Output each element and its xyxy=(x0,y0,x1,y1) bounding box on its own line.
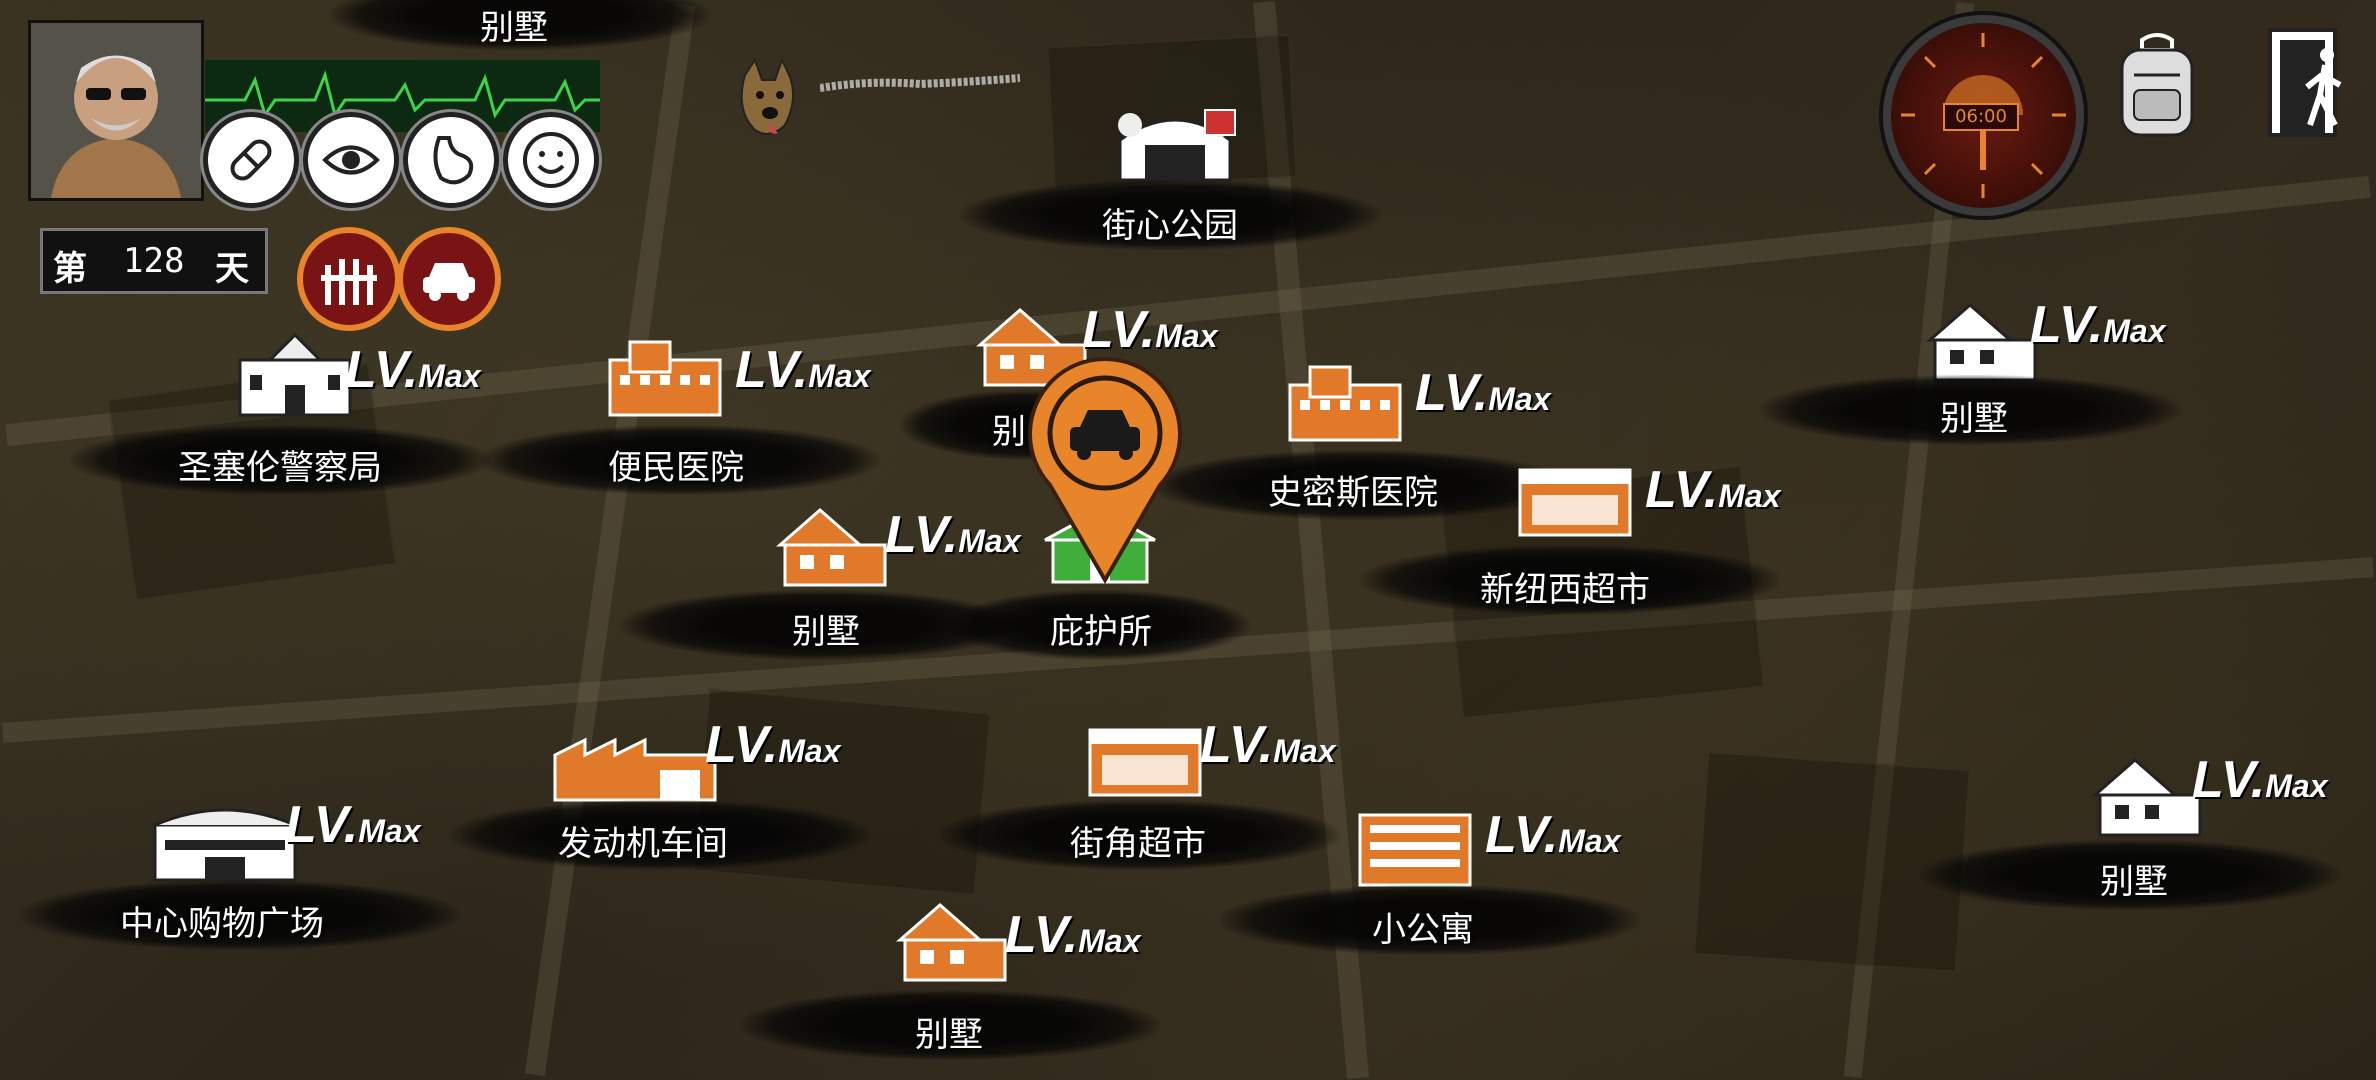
medicine-status-button[interactable] xyxy=(203,112,299,208)
dog-companion-icon[interactable] xyxy=(720,55,810,145)
location-villa-northeast[interactable]: LV.Max 别墅 xyxy=(1760,295,2180,465)
stomach-icon xyxy=(433,136,474,185)
level-badge: LV.Max xyxy=(2192,751,2328,809)
day-prefix: 第 xyxy=(53,249,87,289)
location-central-mall[interactable]: LV.Max 中心购物广场 xyxy=(20,780,460,960)
location-name: 发动机车间 xyxy=(558,824,728,864)
location-name: 庇护所 xyxy=(1050,612,1152,652)
location-villa-top[interactable]: 别墅 xyxy=(330,0,710,50)
shopping-mall-icon xyxy=(153,808,297,882)
level-badge: LV.Max xyxy=(1415,364,1551,422)
villa-icon xyxy=(896,903,1007,982)
villa-icon xyxy=(976,308,1087,387)
park-gate-icon xyxy=(1118,109,1236,182)
hunger-status-button[interactable] xyxy=(403,112,499,208)
level-badge: LV.Max xyxy=(1645,461,1781,519)
backpack-button[interactable] xyxy=(2112,30,2202,140)
police-station-icon xyxy=(238,332,352,417)
location-villa-south[interactable]: LV.Max 别墅 xyxy=(740,895,1160,1065)
mood-smile-icon xyxy=(523,132,579,188)
apartment-icon xyxy=(1358,813,1472,887)
level-badge: LV.Max xyxy=(735,341,871,399)
player-location-pin[interactable] xyxy=(1020,355,1190,585)
location-name: 小公寓 xyxy=(1372,910,1474,950)
exit-button[interactable] xyxy=(2265,25,2365,140)
location-name: 别墅 xyxy=(1940,399,2008,439)
location-name: 圣塞伦警察局 xyxy=(178,448,382,488)
villa-icon xyxy=(776,508,887,587)
location-new-zealand-supermarket[interactable]: LV.Max 新纽西超市 xyxy=(1360,450,1781,630)
barricade-icon xyxy=(321,259,377,305)
pill-icon xyxy=(230,139,272,181)
exit-door-icon xyxy=(2268,28,2342,137)
location-name: 别 xyxy=(992,412,1026,452)
clock-time: 06:00 xyxy=(1943,103,2019,131)
level-badge: LV.Max xyxy=(705,716,841,774)
day-number: 128 xyxy=(123,241,185,281)
location-name: 别墅 xyxy=(792,612,860,652)
location-name: 别墅 xyxy=(480,8,548,48)
vehicle-effect[interactable] xyxy=(397,227,501,331)
vision-status-button[interactable] xyxy=(303,112,399,208)
location-name: 街角超市 xyxy=(1070,824,1206,864)
level-badge: LV.Max xyxy=(285,796,421,854)
eye-icon xyxy=(322,145,380,175)
location-engine-workshop[interactable]: LV.Max 发动机车间 xyxy=(450,700,870,880)
location-name: 中心购物广场 xyxy=(120,904,324,944)
hospital-icon xyxy=(608,340,722,417)
location-name: 新纽西超市 xyxy=(1480,570,1650,610)
day-counter: 第 128 天 xyxy=(40,228,268,294)
location-name: 别墅 xyxy=(2100,862,2168,902)
barricade-effect[interactable] xyxy=(297,227,401,331)
workshop-icon xyxy=(553,737,717,802)
level-badge: LV.Max xyxy=(345,341,481,399)
character-portrait[interactable] xyxy=(28,20,204,201)
location-small-apartment[interactable]: LV.Max 小公寓 xyxy=(1220,790,1640,970)
location-public-hospital[interactable]: LV.Max 便民医院 xyxy=(480,330,880,510)
level-badge: LV.Max xyxy=(1082,301,1218,359)
car-icon xyxy=(1070,410,1140,460)
location-villa-west[interactable]: LV.Max 别墅 xyxy=(620,500,1021,670)
location-name: 街心公园 xyxy=(1102,206,1238,246)
avatar xyxy=(31,23,201,198)
mood-status-button[interactable] xyxy=(503,112,599,208)
supermarket-icon xyxy=(1518,468,1632,537)
location-police-station[interactable]: LV.Max 圣塞伦警察局 xyxy=(70,330,490,510)
location-central-park[interactable]: 街心公园 xyxy=(960,100,1380,290)
villa-icon xyxy=(1926,303,2037,382)
location-name: 便民医院 xyxy=(608,448,744,488)
villa-icon xyxy=(2091,758,2202,837)
level-badge: LV.Max xyxy=(1200,716,1336,774)
day-clock[interactable]: 06:00 xyxy=(1883,15,2084,216)
day-suffix: 天 xyxy=(215,249,249,289)
level-badge: LV.Max xyxy=(1485,806,1621,864)
supermarket-icon xyxy=(1088,728,1202,797)
location-name: 别墅 xyxy=(915,1015,983,1055)
level-badge: LV.Max xyxy=(2030,296,2166,354)
level-badge: LV.Max xyxy=(1005,906,1141,964)
location-smith-hospital[interactable]: LV.Max 史密斯医院 xyxy=(1150,355,1570,535)
level-badge: LV.Max xyxy=(885,506,1021,564)
backpack-icon xyxy=(2120,33,2194,137)
location-corner-supermarket[interactable]: LV.Max 街角超市 xyxy=(940,700,1340,880)
car-icon xyxy=(423,263,475,301)
route-trail xyxy=(820,74,1020,92)
hospital-icon xyxy=(1288,365,1402,442)
location-name: 史密斯医院 xyxy=(1268,473,1438,513)
location-villa-southeast[interactable]: LV.Max 别墅 xyxy=(1920,750,2340,920)
